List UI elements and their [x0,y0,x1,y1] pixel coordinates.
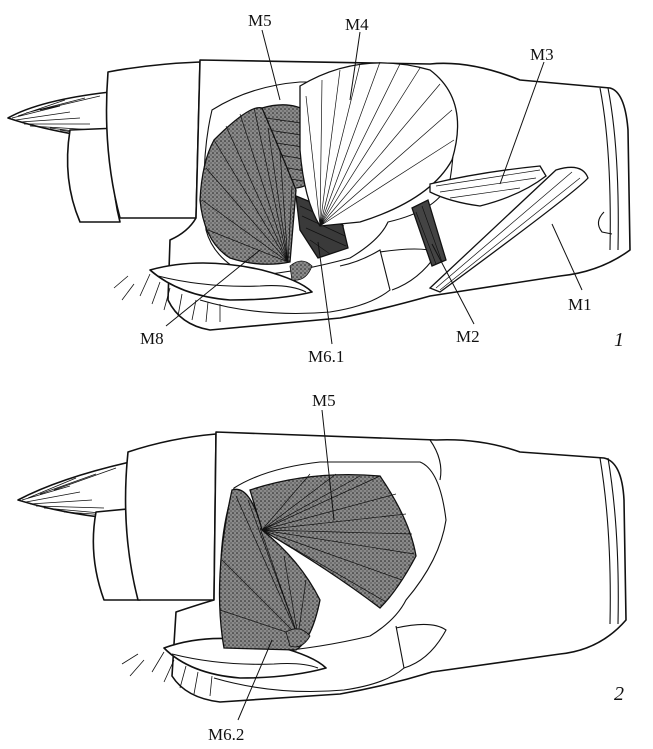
label-M5-fig1: M5 [248,11,272,30]
label-M6-fig2: M6.2 [208,725,244,744]
figure-2: M5 M6.2 2 [18,391,626,744]
label-M4-fig1: M4 [345,15,369,34]
figure-2-tergite-10 [126,434,216,600]
label-M6-fig1: M6.1 [308,347,344,366]
label-M5-fig2: M5 [312,391,336,410]
label-M3-fig1: M3 [530,45,554,64]
figure-1-tergite-10 [107,62,201,218]
label-M2-fig1: M2 [456,327,480,346]
figure-2-number: 2 [614,683,624,705]
label-M8-fig1: M8 [140,329,164,348]
figure-1: M5 M4 M3 M1 M2 M6.1 M8 1 [8,11,630,366]
figure-1-number: 1 [614,329,624,351]
label-M1-fig1: M1 [568,295,592,314]
